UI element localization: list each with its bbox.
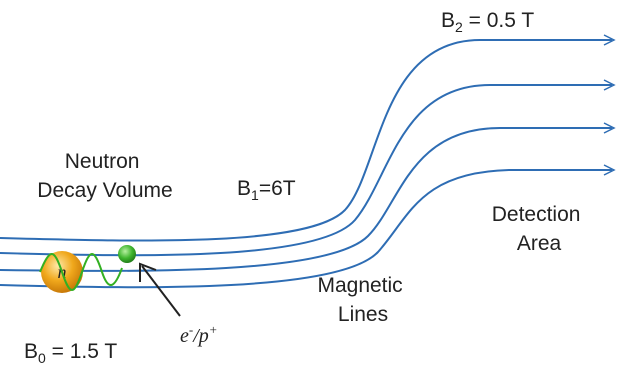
open-arrowhead-icon bbox=[603, 164, 616, 176]
b0-label: B0 = 1.5 T bbox=[24, 340, 117, 366]
field-line-4 bbox=[0, 169, 612, 289]
b2-label: B2 = 0.5 T bbox=[441, 9, 534, 35]
neutron-decay-volume-label: Neutron Decay Volume bbox=[37, 150, 172, 202]
open-arrowhead-icon bbox=[603, 79, 616, 91]
field-line-1 bbox=[0, 39, 612, 242]
field-line-arrowheads bbox=[603, 34, 616, 176]
electron-dot-icon bbox=[118, 245, 136, 263]
arrow-icon bbox=[139, 262, 181, 317]
helical-wave bbox=[39, 253, 123, 291]
open-arrowhead-icon bbox=[603, 122, 616, 134]
field-line-3 bbox=[0, 127, 612, 272]
detection-area-label: Detection Area bbox=[492, 203, 587, 255]
open-arrowhead-icon bbox=[603, 34, 616, 46]
b1-label: B1=6T bbox=[237, 177, 296, 203]
particle-label: e-/p+ bbox=[180, 322, 218, 347]
magnetic-lines-label: Magnetic Lines bbox=[317, 274, 408, 326]
